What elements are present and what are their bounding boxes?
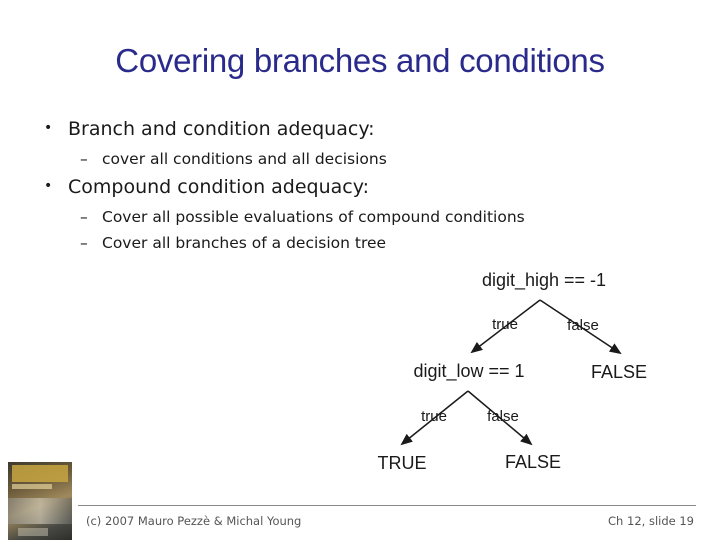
subitem-branches: –Cover all branches of a decision tree xyxy=(80,234,386,252)
footer-slide-ref: Ch 12, slide 19 xyxy=(608,514,694,528)
bullet-text: Compound condition adequacy: xyxy=(68,176,370,198)
dash-icon: – xyxy=(80,234,88,252)
edge-label-root-true: true xyxy=(492,316,518,333)
edge-label-inner-false: false xyxy=(487,408,519,425)
edge-root-false xyxy=(539,299,622,355)
footer-divider xyxy=(78,505,696,506)
leaf-inner-true: TRUE xyxy=(378,453,427,473)
edge-label-root-false: false xyxy=(567,317,599,334)
subitem-cover-conditions: –cover all conditions and all decisions xyxy=(80,150,387,168)
bullet-icon: • xyxy=(44,120,53,136)
bullet-branch-condition: • Branch and condition adequacy: xyxy=(44,118,375,140)
edge-inner-false xyxy=(467,390,533,446)
subitem-evaluations: –Cover all possible evaluations of compo… xyxy=(80,208,525,226)
edge-root-true xyxy=(470,299,541,354)
leaf-root-false: FALSE xyxy=(591,362,647,382)
bullet-icon: • xyxy=(44,178,53,194)
node-root: digit_high == -1 xyxy=(482,270,606,291)
footer-copyright: (c) 2007 Mauro Pezzè & Michal Young xyxy=(86,514,302,528)
subitem-text: Cover all branches of a decision tree xyxy=(102,234,387,252)
edge-inner-true xyxy=(400,390,469,446)
slide-title: Covering branches and conditions xyxy=(115,42,605,79)
leaf-inner-false: FALSE xyxy=(505,452,561,472)
book-cover-image xyxy=(8,462,72,540)
dash-icon: – xyxy=(80,150,88,168)
subitem-text: Cover all possible evaluations of compou… xyxy=(102,208,525,226)
node-inner: digit_low == 1 xyxy=(413,361,524,382)
subitem-text: cover all conditions and all decisions xyxy=(102,150,387,168)
bullet-compound-condition: • Compound condition adequacy: xyxy=(44,176,369,198)
bullet-text: Branch and condition adequacy: xyxy=(68,118,375,140)
dash-icon: – xyxy=(80,208,88,226)
edge-label-inner-true: true xyxy=(421,408,447,425)
